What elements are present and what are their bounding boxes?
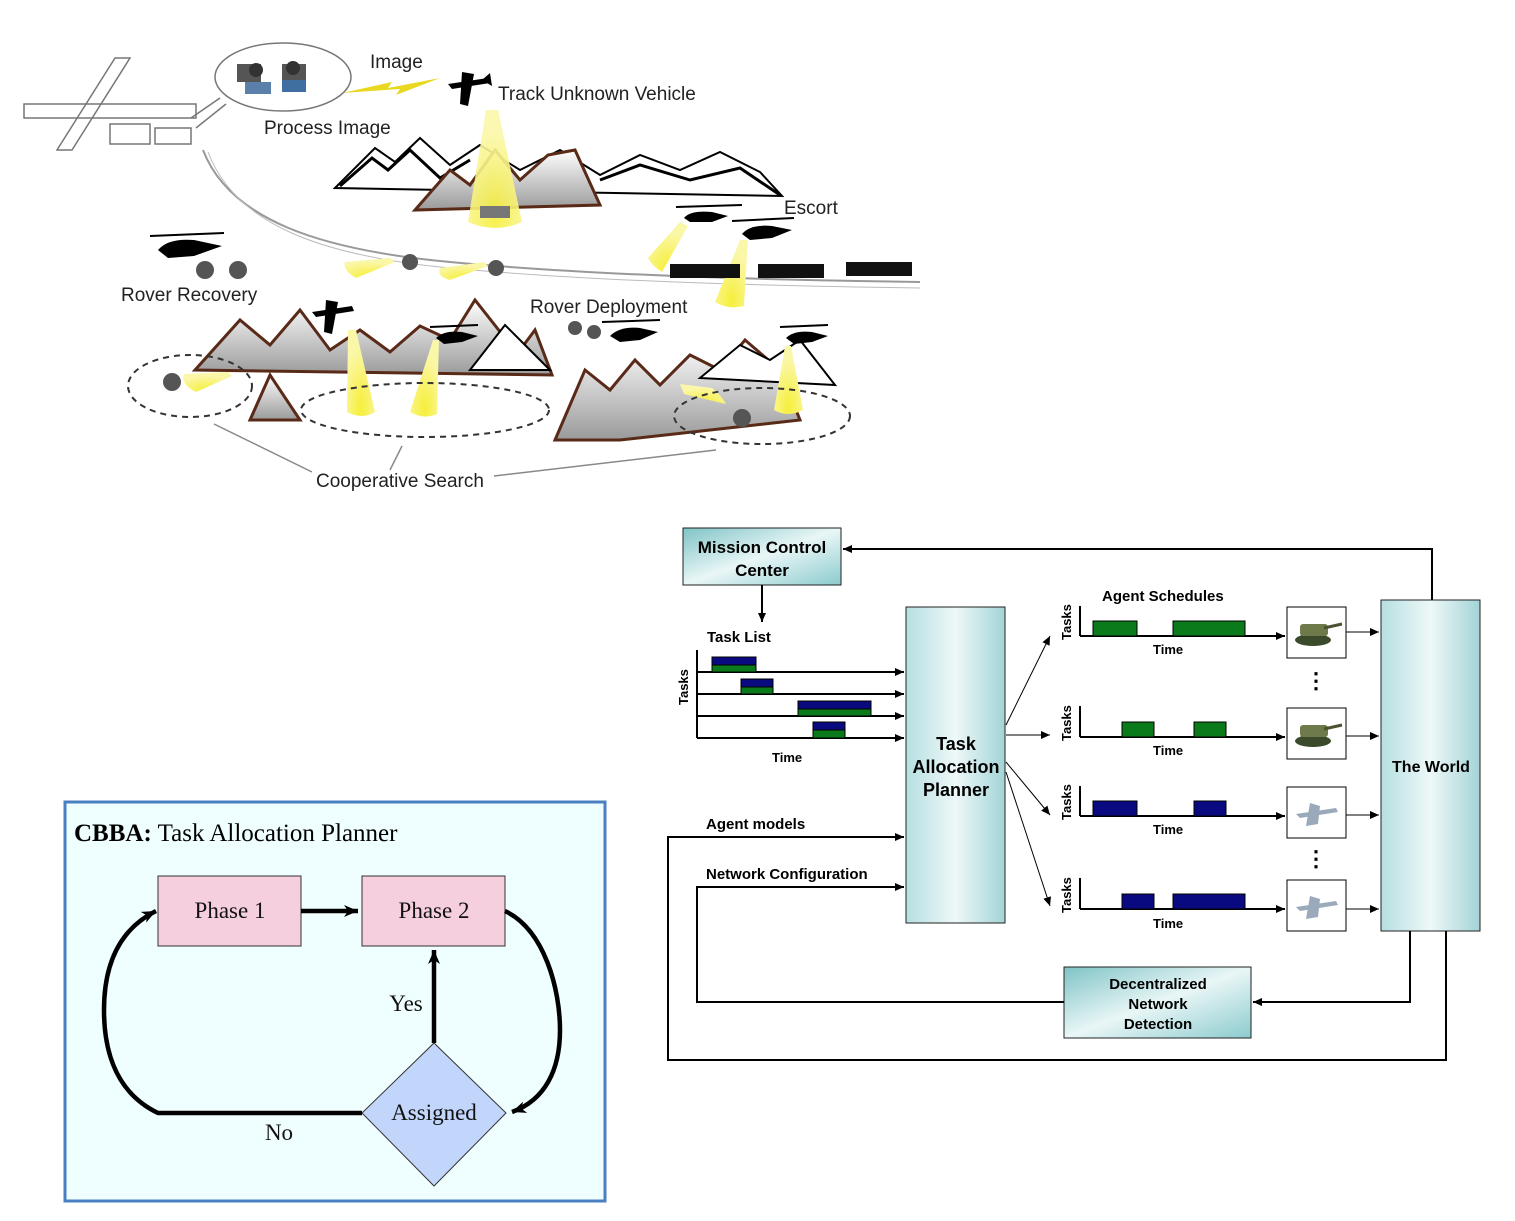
assigned-diamond — [361, 1042, 507, 1187]
airplane-icon — [312, 300, 354, 334]
helicopter-icon — [149, 232, 225, 258]
ground-station-icon — [23, 42, 352, 151]
agent-schedules-label: Agent Schedules — [1102, 588, 1224, 605]
agent-models-arrow — [667, 833, 1447, 1061]
helicopter-icon — [429, 324, 479, 344]
search-area — [127, 354, 851, 445]
planner-box — [905, 606, 1006, 924]
truck-convoy-icon — [670, 262, 912, 278]
ellipsis-indicator: ⋮ — [1305, 846, 1327, 871]
time-axis-label: Time — [1153, 642, 1183, 657]
network-config-arrow — [1253, 931, 1411, 1006]
no-arrow — [101, 908, 362, 1116]
no-label: No — [265, 1120, 293, 1145]
track-vehicle-label: Track Unknown Vehicle — [498, 84, 696, 105]
phase2-label: Phase 2 — [399, 898, 470, 923]
time-axis-label: Time — [1153, 916, 1183, 931]
tank-icon — [1295, 723, 1343, 747]
tasks-axis-label: Tasks — [1059, 604, 1074, 640]
agent-tank-1 — [1286, 606, 1347, 659]
phase1-label: Phase 1 — [195, 898, 266, 923]
search-beam — [648, 222, 688, 272]
agent-schedule-1: Tasks Time — [1059, 604, 1285, 657]
mission-control-label: Center — [735, 561, 789, 580]
rover-deployment-label: Rover Deployment — [530, 297, 688, 318]
rover-recovery-label: Rover Recovery — [121, 285, 258, 306]
tasks-axis-label: Tasks — [1059, 705, 1074, 741]
detection-to-planner-arrow — [696, 883, 1064, 1003]
world-to-mission-arrow — [843, 545, 1433, 600]
operators-icon — [237, 61, 306, 94]
rover-icon — [163, 373, 181, 391]
search-beam — [344, 258, 395, 278]
detection-label: Detection — [1124, 1016, 1192, 1033]
rover-icon — [733, 409, 751, 427]
assigned-label: Assigned — [391, 1100, 477, 1125]
process-image-label: Process Image — [264, 118, 391, 139]
image-label: Image — [370, 52, 423, 73]
world-box — [1380, 599, 1481, 932]
cbba-panel: CBBA: Task Allocation Planner Phase 1 Ph… — [63, 800, 607, 1203]
detection-label: Network — [1128, 996, 1188, 1013]
search-beam — [774, 346, 803, 414]
mountains-top — [332, 136, 785, 212]
agent-jet-2 — [1286, 879, 1347, 932]
detection-label: Decentralized — [1109, 976, 1207, 993]
tasks-axis-label: Tasks — [676, 669, 691, 705]
network-configuration-label: Network Configuration — [706, 866, 868, 883]
rover-icon — [196, 254, 601, 339]
mission-control-box — [682, 527, 842, 586]
cbba-title-bold: CBBA: — [74, 820, 152, 847]
time-axis-label: Time — [1153, 743, 1183, 758]
time-axis-label: Time — [772, 750, 802, 765]
planner-label: Task — [936, 734, 977, 754]
search-beam — [410, 340, 439, 417]
search-beam — [439, 262, 488, 280]
tasks-axis-label: Tasks — [1059, 784, 1074, 820]
detection-box — [1063, 966, 1252, 1039]
world-label: The World — [1392, 759, 1470, 776]
helicopter-icon — [601, 319, 661, 342]
agent-schedule-2: Tasks Time — [1059, 705, 1285, 758]
cbba-title: CBBA: Task Allocation Planner — [74, 820, 398, 847]
agent-schedule-4: Tasks Time — [1059, 877, 1285, 931]
tank-icon — [1295, 622, 1343, 646]
planner-label: Planner — [923, 780, 989, 800]
search-beam — [680, 384, 726, 404]
agent-jet-1 — [1286, 786, 1347, 839]
agent-schedule-3: Tasks Time — [1059, 784, 1285, 837]
image-link-icon — [342, 78, 440, 95]
search-beam — [183, 372, 232, 392]
airplane-icon — [448, 72, 492, 106]
helicopter-icon — [731, 217, 795, 240]
helicopter-icon — [675, 204, 743, 222]
helicopter-icon — [779, 324, 829, 344]
architecture-diagram: Mission Control Center Task Allocation P… — [667, 527, 1481, 1061]
mission-scene: Image Track Unknown Vehicle Process Imag… — [23, 42, 921, 492]
mission-control-label: Mission Control — [698, 538, 826, 557]
jet-icon — [1296, 803, 1338, 826]
phase2-to-assigned-arrow — [503, 908, 563, 1115]
planner-label: Allocation — [912, 757, 999, 777]
yes-label: Yes — [389, 991, 423, 1016]
ellipsis-indicator: ⋮ — [1305, 668, 1327, 693]
search-beam — [347, 330, 375, 416]
jet-icon — [1296, 896, 1338, 919]
search-beam — [468, 110, 522, 228]
unknown-vehicle-icon — [480, 206, 510, 218]
time-axis-label: Time — [1153, 822, 1183, 837]
cooperative-search-label: Cooperative Search — [316, 471, 484, 492]
cbba-title-rest: Task Allocation Planner — [152, 820, 398, 847]
escort-label: Escort — [784, 198, 839, 219]
tasks-axis-label: Tasks — [1059, 877, 1074, 913]
agent-models-label: Agent models — [706, 816, 805, 833]
task-list-label: Task List — [707, 629, 771, 646]
task-list-chart: Tasks Time — [676, 650, 904, 765]
agent-tank-2 — [1286, 707, 1347, 760]
